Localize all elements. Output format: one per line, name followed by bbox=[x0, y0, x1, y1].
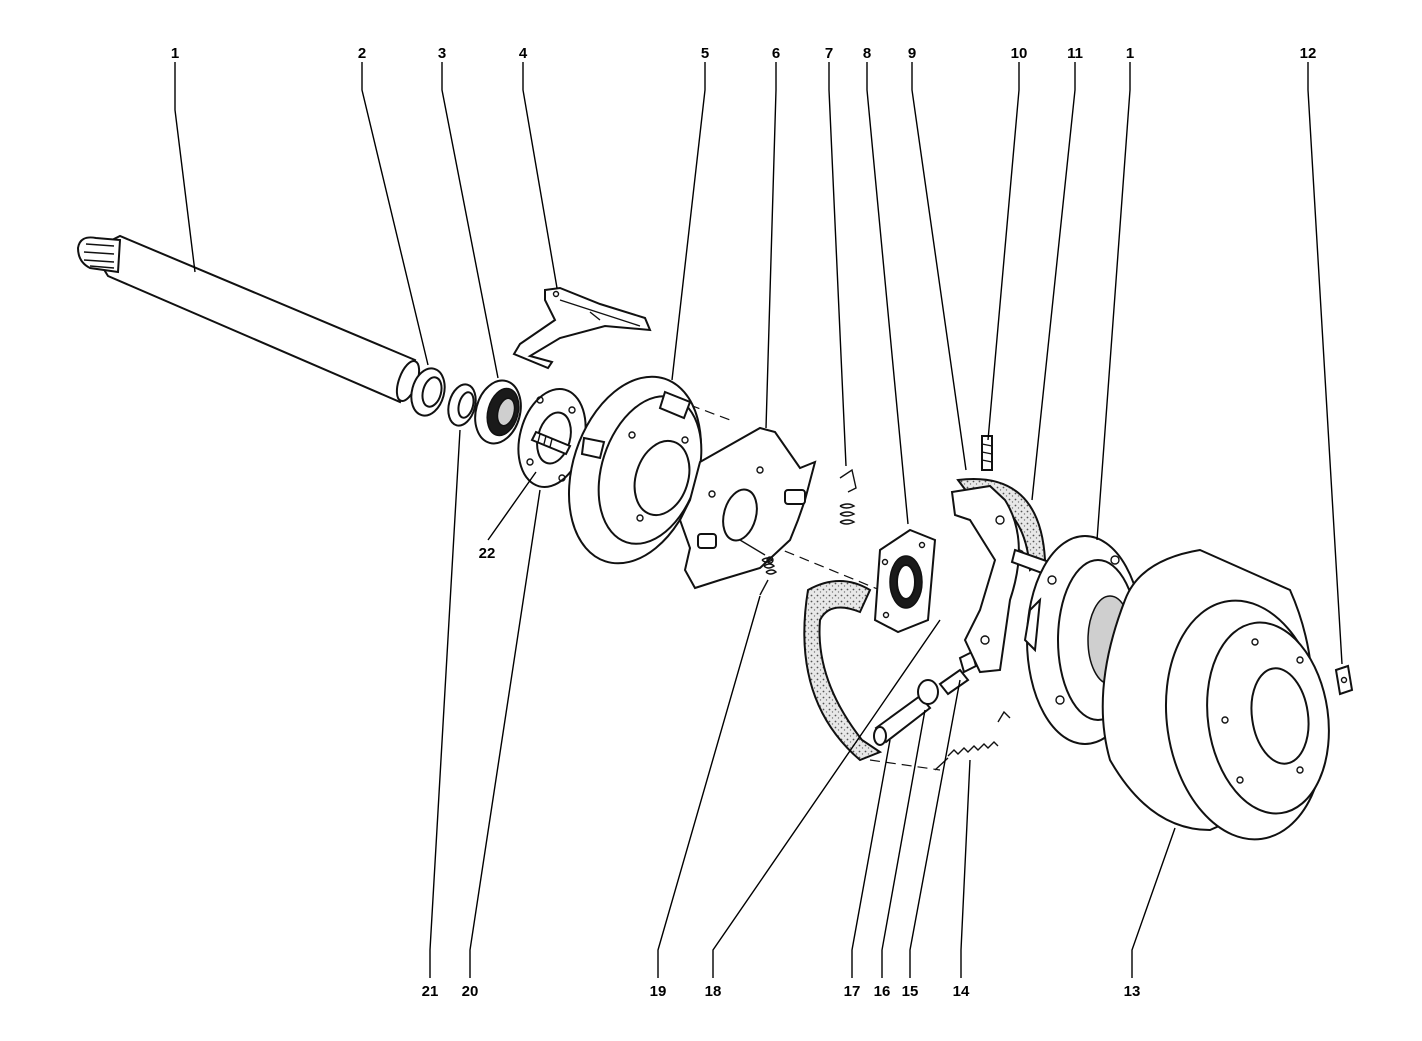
callout-labels-top: 1 2 3 4 5 6 7 8 9 10 11 1 12 bbox=[171, 45, 1317, 62]
callout-18: 18 bbox=[705, 983, 722, 1000]
callout-17: 17 bbox=[844, 983, 861, 1000]
callout-3: 3 bbox=[438, 45, 446, 62]
callout-22: 22 bbox=[479, 545, 496, 562]
mounting-bolt bbox=[530, 430, 572, 456]
brake-lever bbox=[512, 286, 652, 370]
callout-labels-bottom: 21 20 19 18 17 16 15 14 13 bbox=[422, 983, 1141, 1000]
callout-19: 19 bbox=[650, 983, 667, 1000]
leader-lines bbox=[174, 62, 1343, 978]
adjuster-assembly bbox=[873, 650, 978, 746]
callout-15: 15 bbox=[902, 983, 919, 1000]
callout-11: 11 bbox=[1067, 45, 1083, 62]
brake-drum bbox=[1101, 548, 1330, 841]
callout-14: 14 bbox=[953, 983, 970, 1000]
anchor-plate bbox=[678, 426, 817, 590]
callout-9: 9 bbox=[908, 45, 916, 62]
callout-1: 1 bbox=[171, 45, 179, 62]
callout-5: 5 bbox=[701, 45, 709, 62]
brake-shoe-front bbox=[803, 580, 883, 762]
retaining-clip bbox=[1334, 664, 1354, 696]
callout-10: 10 bbox=[1011, 45, 1028, 62]
callout-labels-side: 22 bbox=[479, 545, 496, 562]
callout-6: 6 bbox=[772, 45, 780, 62]
return-spring-lower bbox=[739, 539, 778, 596]
callout-7: 7 bbox=[825, 45, 833, 62]
axle-shaft bbox=[76, 234, 421, 404]
oil-seal bbox=[410, 367, 446, 417]
callout-1-hub: 1 bbox=[1126, 45, 1134, 62]
adjuster-spring bbox=[934, 710, 1011, 771]
spacer-ring bbox=[447, 383, 477, 427]
callout-16: 16 bbox=[874, 983, 891, 1000]
brake-shoe-rear bbox=[950, 478, 1057, 674]
callout-21: 21 bbox=[422, 983, 439, 1000]
callout-12: 12 bbox=[1300, 45, 1317, 62]
seal-plate bbox=[873, 528, 937, 634]
retainer-spring bbox=[839, 468, 857, 525]
wheel-bearing bbox=[474, 379, 522, 445]
backing-plate bbox=[567, 375, 703, 565]
callout-20: 20 bbox=[462, 983, 479, 1000]
adjuster-bolt bbox=[981, 435, 993, 471]
callout-4: 4 bbox=[519, 45, 528, 62]
callout-8: 8 bbox=[863, 45, 871, 62]
callout-13: 13 bbox=[1124, 983, 1141, 1000]
callout-2: 2 bbox=[358, 45, 366, 62]
